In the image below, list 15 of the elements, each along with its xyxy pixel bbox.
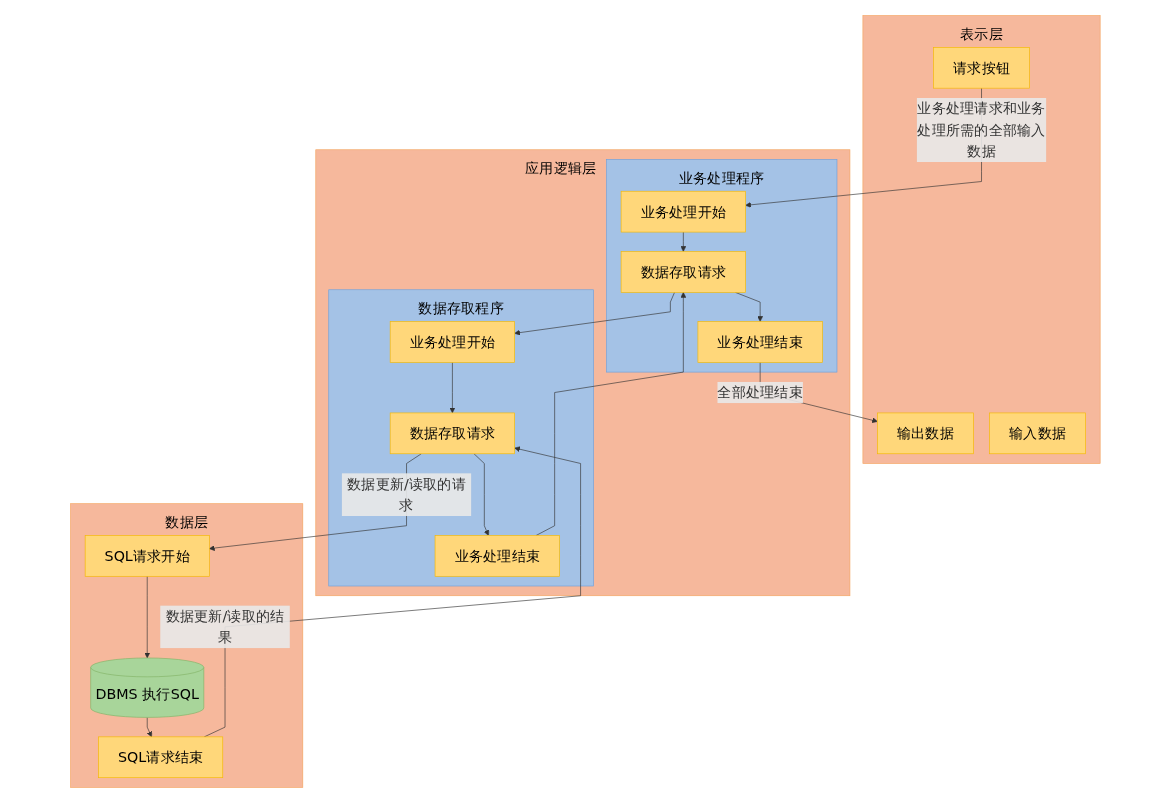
edge-label: 数据更新/读取的结果 (165, 608, 285, 646)
node-box: 数据存取请求 (620, 251, 747, 293)
node-box: 数据存取请求 (389, 412, 516, 455)
node-box: 业务处理开始 (620, 190, 747, 233)
node-box: 请求按钮 (933, 47, 1030, 89)
edge-label: 全部处理结束 (717, 384, 804, 401)
node-box: SQL请求开始 (84, 535, 210, 577)
node-box: 输出数据 (877, 412, 974, 455)
node-box: 业务处理结束 (434, 535, 560, 577)
node-box: 业务处理结束 (697, 321, 823, 363)
node-box: 输入数据 (989, 412, 1087, 455)
edge-label: 数据更新/读取的请求 (347, 475, 467, 514)
node-box: 业务处理开始 (389, 321, 516, 363)
edge-label: 业务处理请求和业务处理所需的全部输入数据 (917, 100, 1046, 160)
node-box: SQL请求结束 (98, 736, 224, 779)
